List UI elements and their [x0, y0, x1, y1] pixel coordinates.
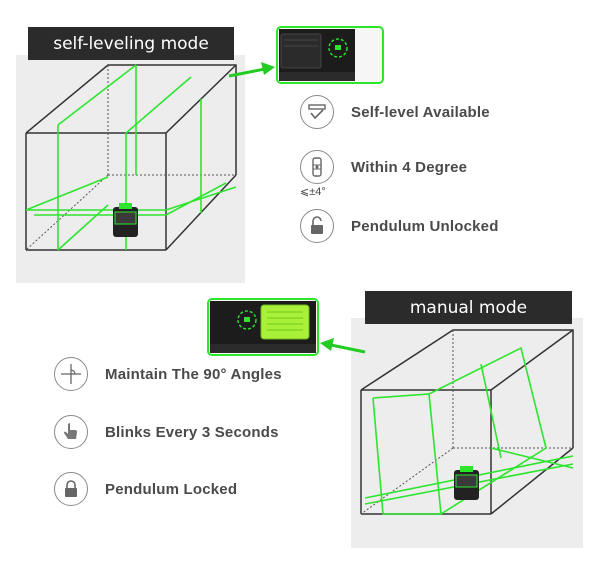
manual-mode-illustration-panel — [351, 318, 583, 548]
feature-self-level-available: Self-level Available — [300, 95, 490, 129]
self-leveling-mode-title: self-leveling mode — [28, 27, 234, 60]
feature-pendulum-locked: Pendulum Locked — [54, 472, 237, 506]
feature-label: Maintain The 90° Angles — [105, 365, 282, 383]
arrow-icon — [320, 338, 366, 354]
hand-pointer-icon — [54, 415, 88, 449]
switch-closeup-unlocked — [276, 26, 384, 84]
self-leveling-room-diagram — [25, 64, 237, 251]
laser-level-device — [454, 466, 479, 500]
self-leveling-illustration-panel — [16, 55, 245, 283]
self-level-icon — [300, 95, 334, 129]
feature-blinks-every-3-seconds: Blinks Every 3 Seconds — [54, 415, 279, 449]
manual-mode-room-diagram — [360, 329, 574, 515]
switch-closeup-locked — [207, 298, 319, 356]
level-vial-icon — [300, 150, 334, 184]
feature-within-4-degree: Within 4 Degree — [300, 150, 467, 184]
feature-maintain-90-angles: Maintain The 90° Angles — [54, 357, 282, 391]
laser-level-device — [113, 203, 138, 237]
feature-label: Self-level Available — [351, 103, 490, 121]
padlock-unlocked-icon — [300, 209, 334, 243]
tolerance-caption: ⩽±4° — [300, 186, 326, 198]
feature-label: Pendulum Unlocked — [351, 217, 499, 235]
feature-label: Pendulum Locked — [105, 480, 238, 498]
padlock-locked-icon — [54, 472, 88, 506]
crosshair-angle-icon — [54, 357, 88, 391]
feature-pendulum-unlocked: Pendulum Unlocked — [300, 209, 499, 243]
arrow-icon — [228, 62, 275, 78]
feature-label: Blinks Every 3 Seconds — [105, 423, 279, 441]
manual-mode-title: manual mode — [365, 291, 572, 324]
feature-label: Within 4 Degree — [351, 158, 468, 176]
